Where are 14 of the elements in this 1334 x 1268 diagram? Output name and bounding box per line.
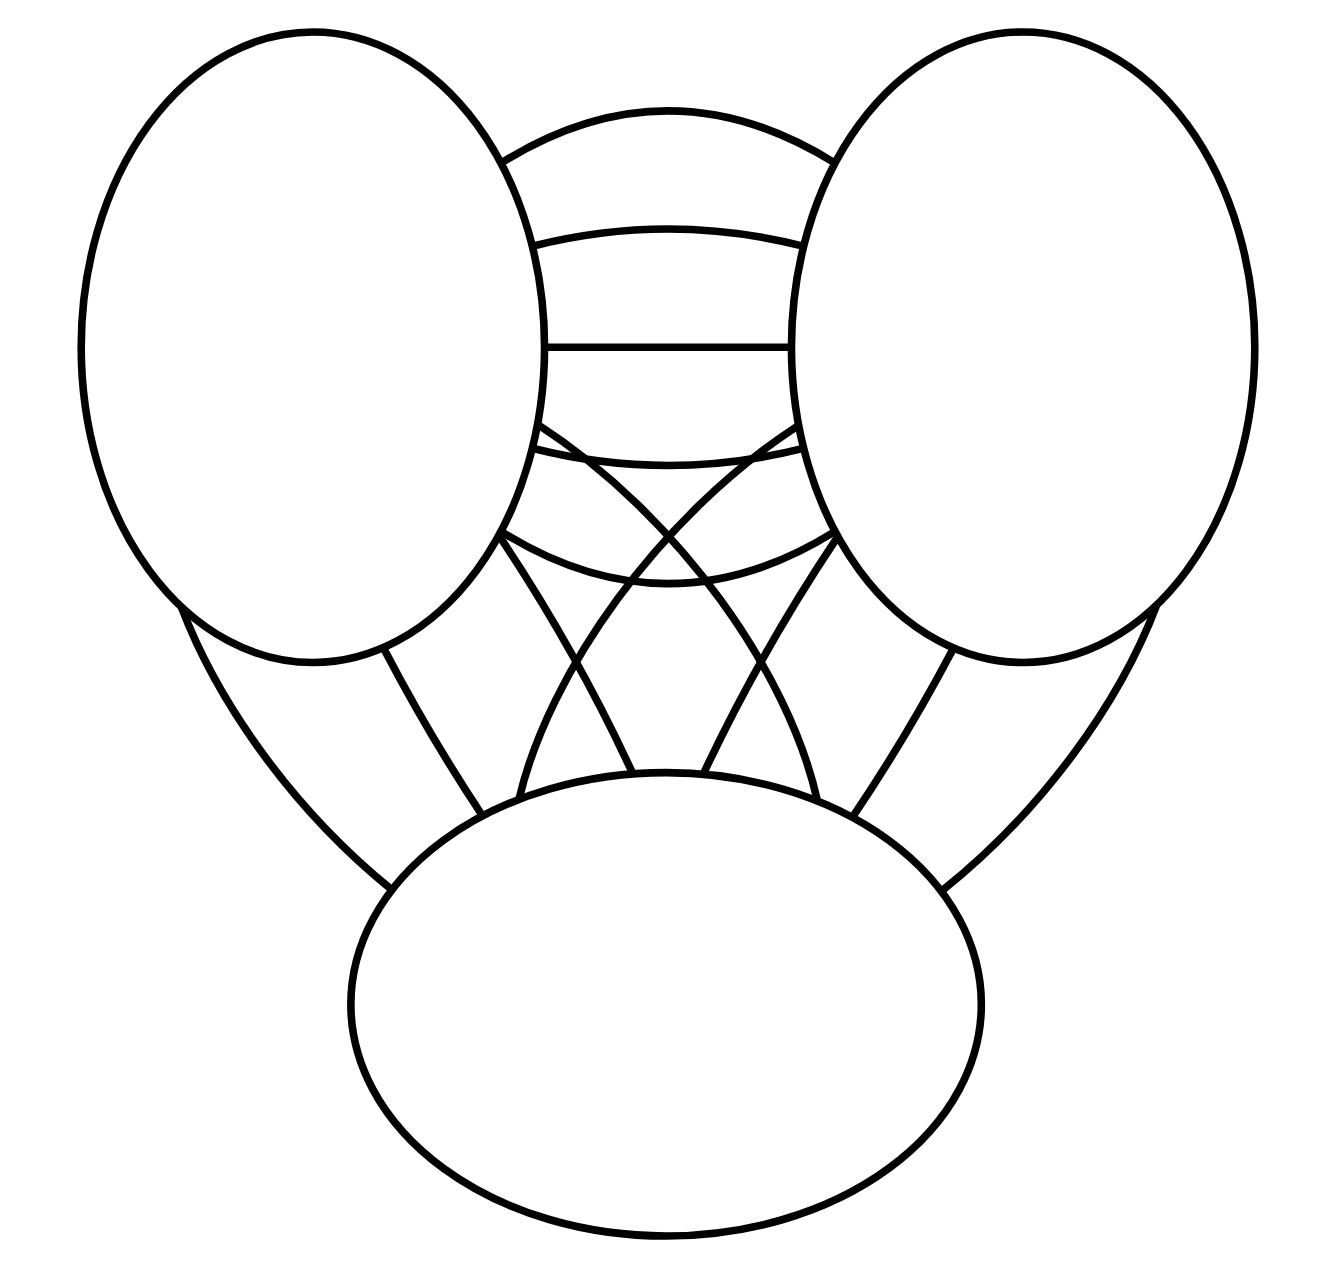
connector — [698, 535, 840, 776]
connector — [938, 604, 1159, 894]
connector — [531, 225, 803, 250]
connector — [177, 606, 393, 893]
node-ellipse — [346, 768, 985, 1240]
connector — [379, 647, 485, 818]
connector — [544, 343, 790, 352]
connector — [848, 647, 956, 820]
node-ellipse — [76, 28, 548, 667]
connector — [498, 107, 836, 167]
node-ellipse — [786, 28, 1258, 667]
connector — [494, 533, 635, 775]
connector — [531, 444, 803, 470]
connector — [498, 528, 836, 588]
